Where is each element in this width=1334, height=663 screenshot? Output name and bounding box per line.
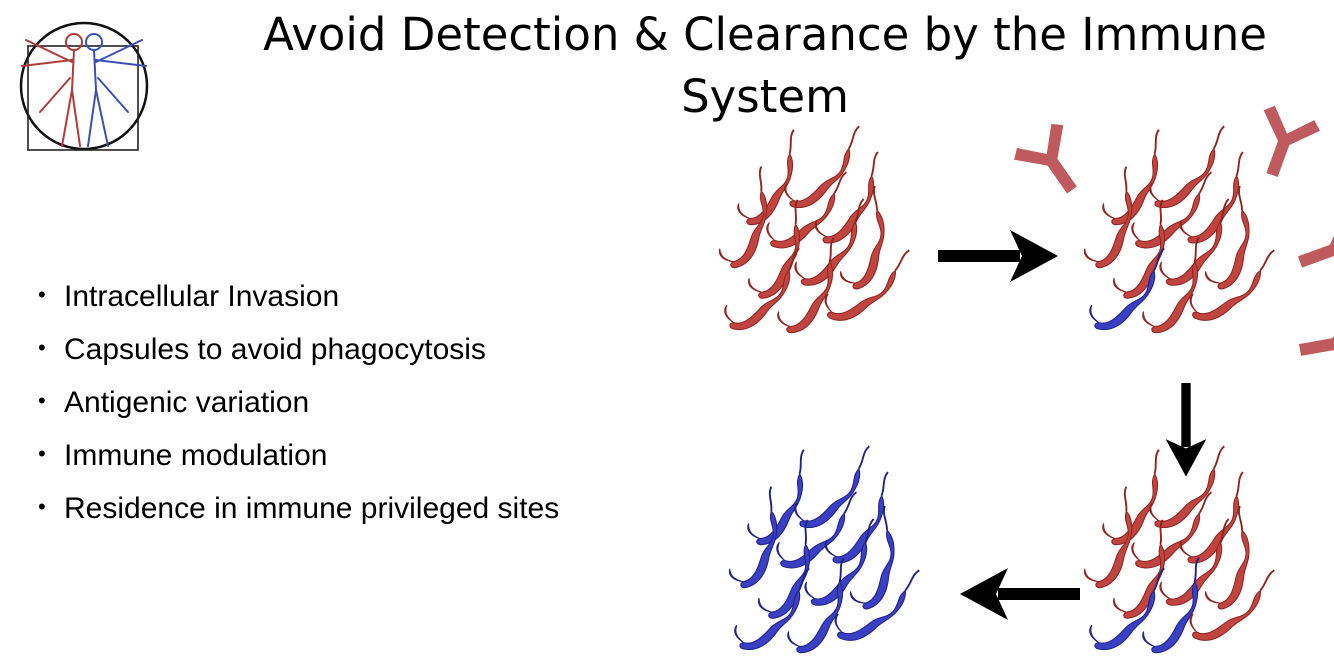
- arrow-right-icon: [938, 230, 1058, 282]
- bullet-item: • Capsules to avoid phagocytosis: [38, 323, 559, 376]
- arrow-left-icon: [960, 568, 1080, 620]
- trypanosome-icon: [732, 561, 811, 656]
- bullet-text: Immune modulation: [64, 439, 328, 472]
- vitruvian-man-logo-icon: [19, 21, 149, 151]
- trypanosome-icon: [792, 439, 871, 534]
- antibody-icon: [1009, 118, 1097, 208]
- antibody-group: [1009, 102, 1334, 380]
- bullet-dot-icon: •: [38, 441, 46, 466]
- switching-parasite-cluster: [1060, 439, 1278, 656]
- bullet-text: Antigenic variation: [64, 386, 310, 419]
- bullet-dot-icon: •: [38, 388, 46, 413]
- trypanosome-icon: [695, 165, 792, 273]
- antibody-bound-cluster: [1060, 119, 1278, 336]
- bullet-dot-icon: •: [38, 335, 46, 360]
- bullet-item: • Immune modulation: [38, 429, 559, 482]
- bullet-list: • Intracellular Invasion • Capsules to avo…: [38, 270, 559, 535]
- bullet-item: • Residence in immune privileged sites: [38, 482, 559, 535]
- arrow-group: [938, 230, 1207, 620]
- bullet-item: • Intracellular Invasion: [38, 270, 559, 323]
- trypanosome-icon: [1060, 485, 1157, 593]
- bullet-dot-icon: •: [38, 494, 46, 519]
- trypanosome-icon: [1147, 119, 1226, 214]
- trypanosome-icon: [1087, 241, 1166, 336]
- trypanosome-icon: [782, 119, 861, 214]
- bullet-text: Intracellular Invasion: [64, 280, 340, 313]
- trypanosome-icon: [1087, 561, 1166, 656]
- trypanosome-icon: [705, 485, 802, 593]
- bullet-item: • Antigenic variation: [38, 376, 559, 429]
- slide-title: Avoid Detection & Clearance by the Immun…: [263, 8, 1267, 123]
- antibody-icon: [1294, 308, 1334, 380]
- blue-parasite-cluster: [705, 439, 923, 656]
- red-parasite-cluster: [695, 119, 913, 336]
- arrow-down-icon: [1165, 383, 1207, 477]
- antibody-icon: [1289, 211, 1334, 291]
- bullet-dot-icon: •: [38, 282, 46, 307]
- antibody-icon: [1243, 102, 1323, 186]
- trypanosome-icon: [1060, 165, 1157, 273]
- bullet-text: Capsules to avoid phagocytosis: [64, 333, 486, 366]
- bullet-text: Residence in immune privileged sites: [64, 492, 560, 525]
- trypanosome-icon: [722, 241, 801, 336]
